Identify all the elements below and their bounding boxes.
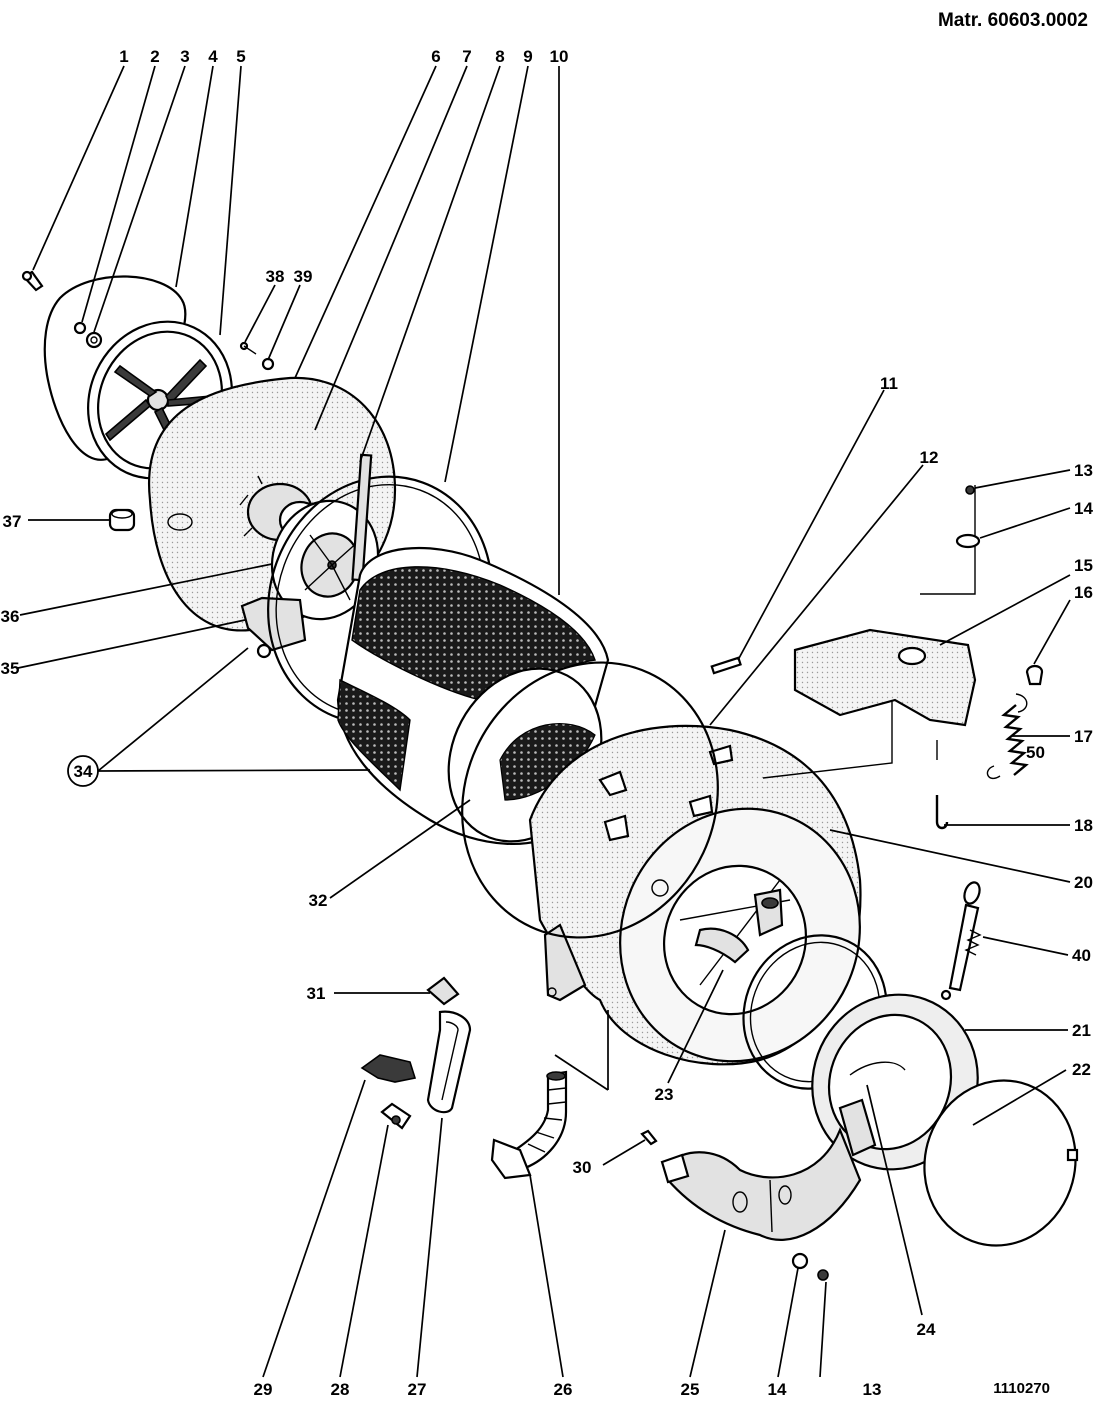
spring-hook-part	[935, 795, 949, 830]
callout-37: 37	[3, 512, 22, 531]
callout-39: 39	[294, 267, 313, 286]
callout-3: 3	[180, 47, 189, 66]
drum-pulley-part	[87, 320, 233, 480]
callout-10: 10	[550, 47, 569, 66]
screw-part	[965, 485, 975, 495]
shock-absorber-part	[940, 881, 982, 1001]
door-glass-part	[923, 1079, 1079, 1247]
callout-31: 31	[307, 984, 326, 1003]
callout-14: 14	[1074, 499, 1093, 518]
wash-drum-part	[336, 546, 610, 846]
drain-hose-part	[490, 1070, 568, 1180]
bracket-nut-part	[256, 643, 272, 659]
callout-40: 40	[1072, 946, 1091, 965]
screw-part	[817, 1269, 829, 1281]
counterweight-part	[762, 485, 977, 779]
callout-1: 1	[119, 47, 128, 66]
callout-8: 8	[495, 47, 504, 66]
callout-25: 25	[681, 1380, 700, 1399]
callout-18: 18	[1074, 816, 1093, 835]
heater-clip-part	[380, 1102, 412, 1130]
tub-clamp-ring-part	[461, 661, 719, 939]
callout-14b: 14	[768, 1380, 787, 1399]
callout-24: 24	[917, 1320, 936, 1339]
callout-20: 20	[1074, 873, 1093, 892]
suspension-spring-part	[986, 693, 1029, 780]
callout-35: 35	[1, 659, 20, 678]
callout-11: 11	[880, 374, 898, 393]
callout-6: 6	[431, 47, 440, 66]
callout-5: 5	[236, 47, 245, 66]
thermostat-part	[426, 976, 460, 1006]
callout-30: 30	[573, 1158, 592, 1177]
callout-13: 13	[1074, 461, 1093, 480]
callout-23: 23	[655, 1085, 674, 1104]
spring-cap-part	[1025, 664, 1044, 686]
callout-34-circle	[67, 755, 99, 787]
callout-13b: 13	[863, 1380, 882, 1399]
callout-21: 21	[1072, 1021, 1091, 1040]
callout-26: 26	[554, 1380, 573, 1399]
callout-7: 7	[462, 47, 471, 66]
screw-part	[640, 1129, 658, 1146]
callout-labels: 1 2 3 4 5 6 7 8 9 10 11 12 13 14 15 16 1…	[1, 47, 1094, 1399]
callout-4: 4	[208, 47, 218, 66]
callout-28: 28	[331, 1380, 350, 1399]
callout-34: 34	[74, 762, 93, 781]
clamp-bolt-part	[710, 656, 742, 675]
washer-part	[791, 1252, 809, 1270]
heating-element-part	[426, 1010, 472, 1114]
front-clamp-band-part	[660, 1127, 862, 1241]
callout-15: 15	[1074, 556, 1093, 575]
plug-part	[108, 508, 136, 532]
callout-9: 9	[523, 47, 532, 66]
callout-16: 16	[1074, 583, 1093, 602]
tub-screw-part	[239, 341, 275, 371]
callout-38: 38	[266, 267, 285, 286]
counterweight-bracket-part	[240, 596, 307, 652]
shaft-rod-part	[351, 453, 373, 582]
callout-22: 22	[1072, 1060, 1091, 1079]
callout-2: 2	[150, 47, 159, 66]
pulley-nut-part	[73, 321, 103, 349]
leader-lines	[17, 65, 1071, 1378]
callout-50: 50	[1026, 743, 1045, 762]
front-tub-part	[528, 724, 862, 1066]
callout-12: 12	[920, 448, 939, 467]
screw-part	[21, 270, 44, 292]
callout-29: 29	[254, 1380, 273, 1399]
washer-part	[955, 533, 981, 549]
reference-number: Matr. 60603.0002	[938, 10, 1088, 31]
thermostat-bracket-part	[360, 1054, 417, 1083]
callout-27: 27	[408, 1380, 427, 1399]
callout-36: 36	[1, 607, 20, 626]
callout-32: 32	[309, 891, 328, 910]
drawing-number: 1110270	[993, 1380, 1050, 1397]
callout-17: 17	[1074, 727, 1093, 746]
